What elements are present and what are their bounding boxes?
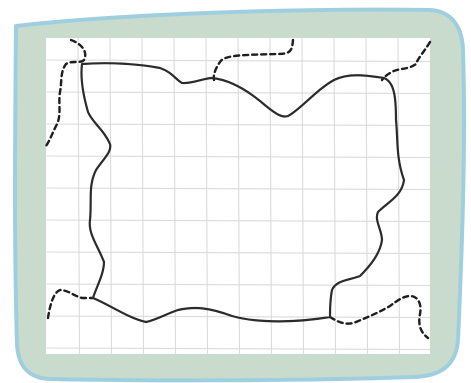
grid-sketch-diagram (0, 0, 471, 383)
sketch-illustration (0, 0, 471, 383)
